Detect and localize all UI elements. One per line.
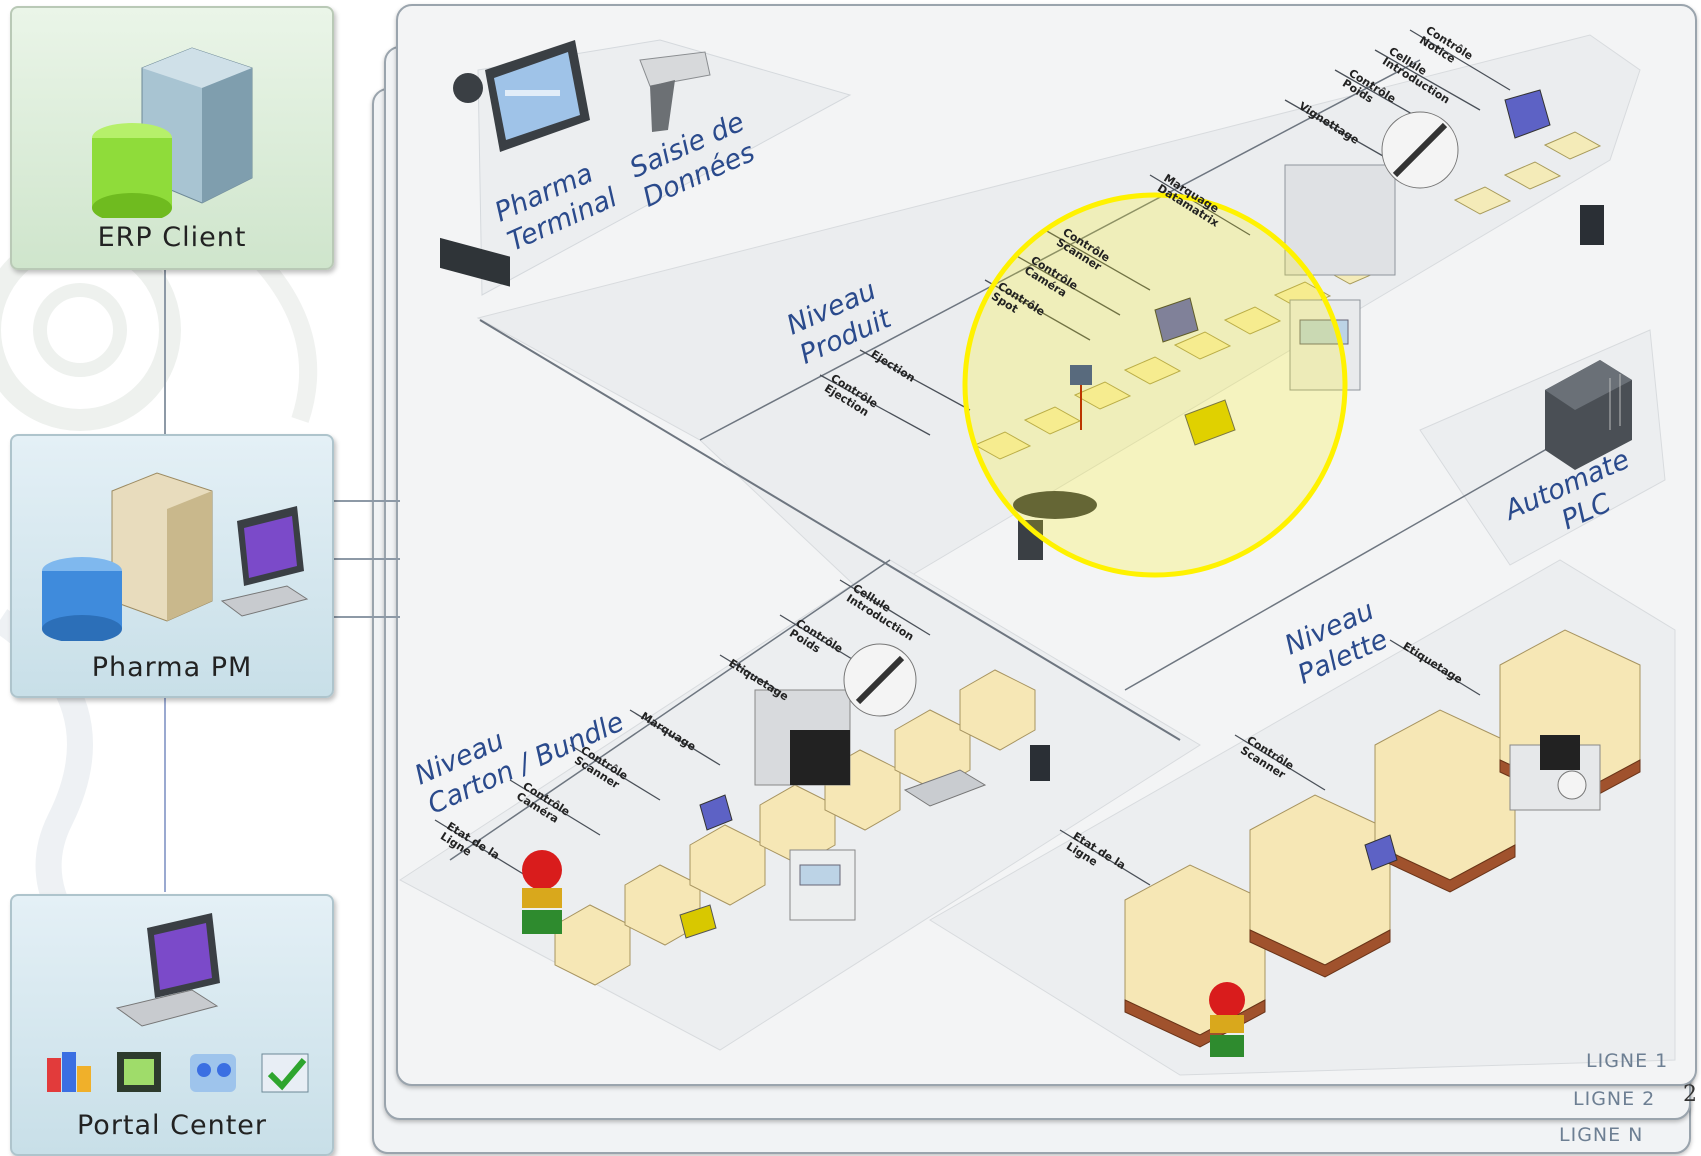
station-label: Etiquetage bbox=[726, 657, 790, 704]
labelling-machine-icon bbox=[1284, 111, 1459, 391]
pharma-terminal-icon bbox=[440, 40, 590, 287]
highlight-circle bbox=[962, 192, 1348, 578]
pharma-pm-server-icon bbox=[42, 472, 309, 641]
station-label: Etiquetage bbox=[1400, 640, 1464, 687]
connector-pm-to-lines bbox=[330, 500, 400, 502]
station-label: Ejection bbox=[868, 348, 917, 385]
carton-end-camera-icon bbox=[1030, 745, 1050, 781]
datamatrix-printer-icon bbox=[1504, 89, 1551, 139]
barcode-scanner-icon bbox=[639, 51, 711, 132]
pharma-pm-label: Pharma PM bbox=[91, 652, 253, 683]
spot-sensor-icon bbox=[1070, 365, 1092, 430]
carton-camera-icon bbox=[679, 904, 717, 939]
yellow-camera-icon bbox=[1184, 399, 1236, 446]
divider-line bbox=[449, 559, 891, 861]
weighing-scale-icon bbox=[903, 769, 987, 807]
portal-workstation-icon bbox=[115, 913, 220, 1027]
divider-line bbox=[479, 319, 1181, 741]
checklist-app-icon bbox=[261, 1053, 309, 1093]
pallet-labeller-icon bbox=[1509, 735, 1601, 811]
divider-line bbox=[699, 59, 1421, 441]
connector-pm-to-portal bbox=[164, 696, 166, 892]
portal-app-icons bbox=[42, 1048, 312, 1098]
portal-center-label: Portal Center bbox=[76, 1110, 268, 1141]
pharma-pm-panel[interactable]: Pharma PM bbox=[10, 434, 334, 698]
datamatrix-app-icon bbox=[117, 1052, 161, 1092]
erp-client-panel[interactable]: ERP Client bbox=[10, 6, 334, 270]
plc-icon bbox=[1545, 360, 1632, 470]
stack-light-icon bbox=[522, 850, 562, 934]
erp-server-icon bbox=[92, 47, 253, 218]
line-n-tag[interactable]: LIGNE N bbox=[1559, 1124, 1644, 1146]
connector-pm-to-lines bbox=[330, 558, 400, 560]
users-app-icon bbox=[190, 1054, 236, 1092]
portal-center-panel[interactable]: Portal Center bbox=[10, 894, 334, 1156]
divider-line bbox=[1124, 429, 1581, 691]
carton-scanner-icon bbox=[699, 794, 733, 831]
chart-app-icon bbox=[47, 1052, 91, 1092]
station-label: Vignettage bbox=[1296, 100, 1361, 147]
stray-mark: 2 bbox=[1683, 1082, 1697, 1107]
camera-icon bbox=[1580, 205, 1604, 245]
line-1-tag[interactable]: LIGNE 1 bbox=[1586, 1050, 1669, 1072]
carton-labeller-icon bbox=[754, 643, 917, 786]
connector-pm-to-lines bbox=[330, 616, 400, 618]
carton-printer-icon bbox=[789, 849, 856, 921]
pallet-scanner-icon bbox=[1364, 834, 1398, 871]
line-2-tag[interactable]: LIGNE 2 bbox=[1573, 1088, 1656, 1110]
scanner-head-icon bbox=[1154, 297, 1199, 343]
station-label: Marquage bbox=[638, 710, 698, 754]
connector-erp-to-pm bbox=[164, 268, 166, 434]
pallet-stack-light-icon bbox=[1209, 982, 1245, 1057]
erp-client-label: ERP Client bbox=[97, 222, 247, 253]
